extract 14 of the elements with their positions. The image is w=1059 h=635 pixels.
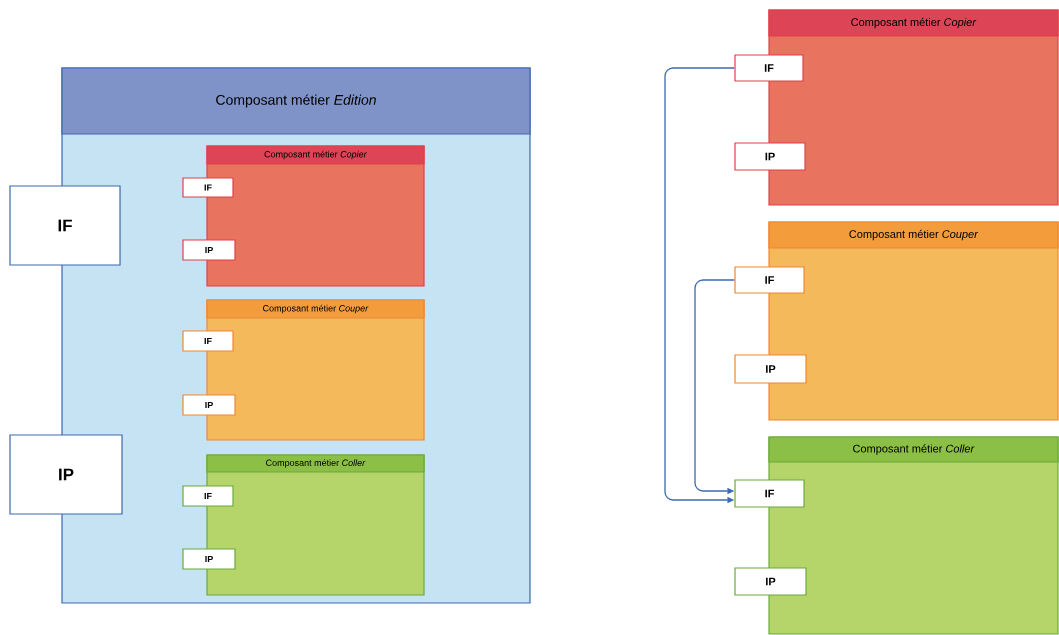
interface-box: IF [734, 54, 804, 82]
interface-box: IP [734, 567, 807, 596]
interface-box: IP [734, 142, 806, 171]
interface-box: IP [182, 239, 236, 261]
interface-box: IP [182, 394, 236, 416]
interface-box: IP [182, 548, 236, 570]
interface-box: IF [734, 479, 805, 508]
interface-box: IP [734, 354, 807, 384]
interface-box: IF [734, 266, 805, 294]
interface-box: IF [182, 485, 234, 507]
interface-box: IF [182, 177, 234, 198]
interface-box: IP [9, 434, 123, 515]
interface-box: IF [9, 185, 121, 266]
interface-box: IF [182, 330, 234, 352]
